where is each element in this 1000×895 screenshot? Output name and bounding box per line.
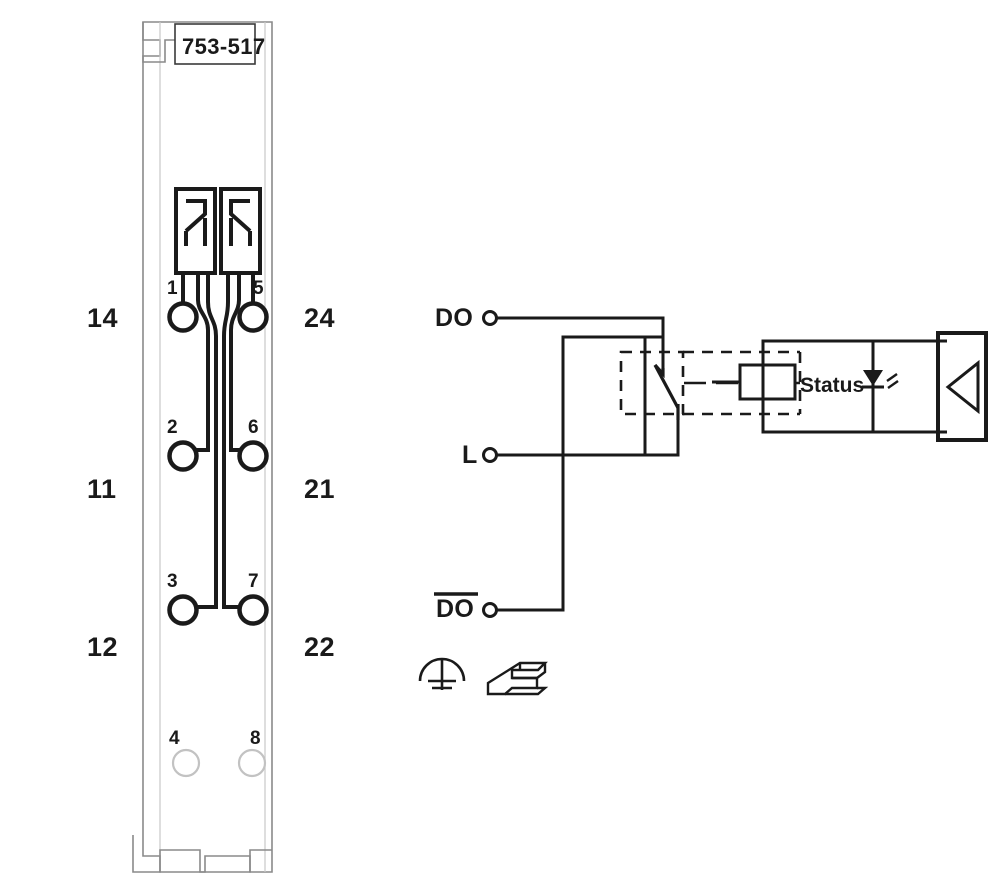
part-number-frame xyxy=(174,23,256,65)
terminal-1[interactable] xyxy=(167,301,199,333)
circuit-terminal-do-inverted[interactable] xyxy=(482,602,498,618)
terminal-label-14: 14 xyxy=(87,303,118,333)
part-number-box: 753-517 xyxy=(174,23,266,65)
terminal-label-12: 12 xyxy=(87,632,118,662)
terminal-number-5: 5 xyxy=(253,278,264,299)
terminal-number-1: 1 xyxy=(167,278,178,299)
terminal-number-6: 6 xyxy=(248,417,259,438)
relay-contact-blade xyxy=(653,364,680,409)
terminal-label-22: 22 xyxy=(304,632,335,662)
terminal-number-3: 3 xyxy=(167,571,178,592)
ground-icon xyxy=(418,657,466,690)
relay-symbol-left-frame xyxy=(174,187,217,275)
terminal-3[interactable] xyxy=(167,594,199,626)
led-emission-arrow-2 xyxy=(887,380,899,389)
terminal-label-21: 21 xyxy=(304,474,335,504)
wire-contact-return xyxy=(645,418,680,457)
terminal-6[interactable] xyxy=(237,440,269,472)
terminal-side-labels: 14 11 12 24 21 22 xyxy=(87,303,335,662)
status-label: Status xyxy=(800,374,864,397)
terminal-8[interactable] xyxy=(237,748,267,778)
terminal-4[interactable] xyxy=(171,748,201,778)
amplifier-block xyxy=(936,331,988,442)
module-internal-wiring xyxy=(181,273,255,609)
relay-symbol-left-contact xyxy=(184,199,207,233)
led-triangle xyxy=(863,370,883,386)
terminal-2[interactable] xyxy=(167,440,199,472)
circuit-label-do-inverted: DO xyxy=(436,595,474,623)
terminal-inner-numbers: 1 5 2 6 3 7 4 8 xyxy=(167,278,264,749)
circuit-terminal-do[interactable] xyxy=(482,310,498,326)
terminal-number-2: 2 xyxy=(167,417,178,438)
amplifier-triangle-icon xyxy=(945,359,980,415)
terminal-number-4: 4 xyxy=(169,728,180,749)
module-top-notch xyxy=(142,22,185,63)
relay-contact-dashed-box xyxy=(619,350,685,416)
wire-to-terminal-6 xyxy=(229,273,243,452)
circuit-terminal-l[interactable] xyxy=(482,447,498,463)
wire-to-terminal-3 xyxy=(193,273,218,609)
wire-do-inverted-to-load xyxy=(496,335,645,612)
din-rail-top-edge xyxy=(512,663,547,680)
led-icon xyxy=(862,341,899,432)
terminal-5[interactable] xyxy=(237,301,269,333)
din-rail-bottom-edge xyxy=(505,686,549,696)
din-rail-icon xyxy=(486,661,549,696)
relay-coil-box xyxy=(738,363,797,401)
terminal-7[interactable] xyxy=(237,594,269,626)
circuit-label-l: L xyxy=(462,441,478,469)
relay-symbol-right-contact xyxy=(229,199,252,233)
module-terminals xyxy=(167,301,269,778)
terminal-number-8: 8 xyxy=(250,728,261,749)
circuit-label-do: DO xyxy=(435,304,473,332)
wire-to-terminal-7 xyxy=(222,273,243,609)
amplifier-frame xyxy=(936,331,988,442)
wire-to-terminal-2 xyxy=(193,273,210,452)
terminal-label-24: 24 xyxy=(304,303,335,333)
wire-load-frame xyxy=(643,335,663,455)
relay-coil-symbol xyxy=(738,363,797,401)
circuit-l-branch: L xyxy=(462,441,645,469)
relay-contact-symbol xyxy=(653,363,680,420)
wire-do-to-contact xyxy=(496,316,665,368)
led-emission-arrow-1 xyxy=(886,373,898,382)
terminal-label-11: 11 xyxy=(87,474,117,504)
module-bottom-foot xyxy=(132,835,272,873)
circuit-do-inverted-branch: DO xyxy=(434,335,645,623)
terminal-number-7: 7 xyxy=(248,571,259,592)
part-number-label: 753-517 xyxy=(182,34,266,59)
